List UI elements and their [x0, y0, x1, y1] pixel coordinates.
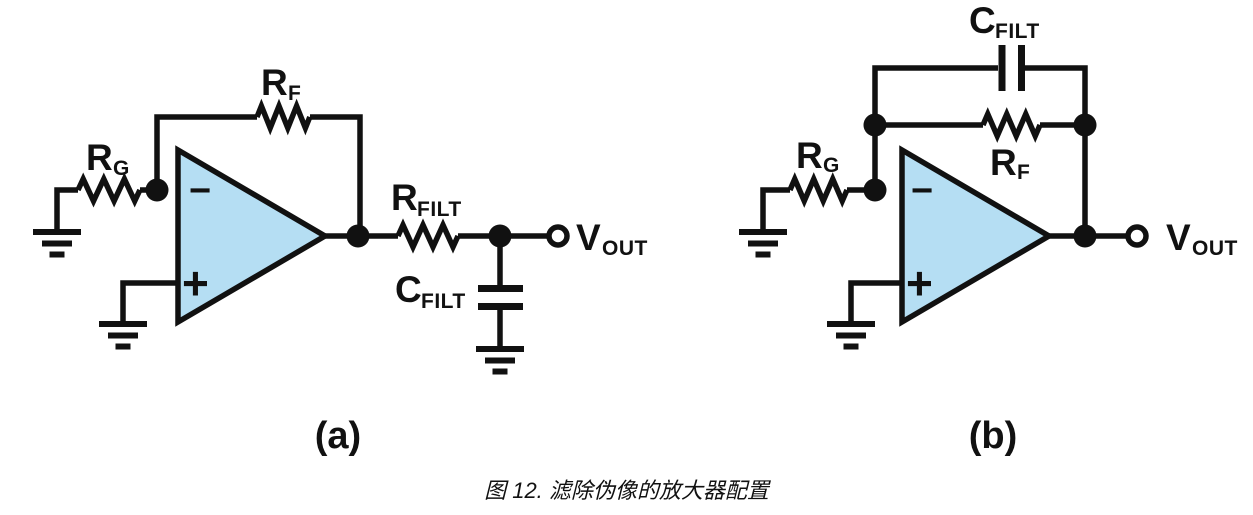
- rg-b-main: R: [796, 135, 823, 176]
- opamp-triangle-b: [899, 145, 1055, 327]
- panel-a-label: (a): [315, 415, 361, 457]
- vout-a-label: V OUT: [576, 217, 648, 260]
- ground-icon: [99, 324, 147, 347]
- circuit-b: − + R G C FILT R F V OUT: [739, 0, 1238, 347]
- resistor-rfilt-a-label: R FILT: [391, 177, 462, 221]
- rfilt-a-sub: FILT: [417, 198, 462, 221]
- resistor-rf-b-symbol: [980, 107, 1043, 143]
- ground-icon: [33, 232, 81, 255]
- vout-terminal-b: [1125, 224, 1149, 248]
- vout-b-main: V: [1166, 217, 1191, 258]
- rg-b-sub: G: [823, 154, 840, 177]
- resistor-rg-a-label: R G: [86, 137, 130, 180]
- junction-dot: [863, 113, 887, 137]
- schematic-svg: − + R G R F R FILT C FILT V: [0, 0, 1238, 457]
- resistor-rfilt-a-symbol: [395, 218, 461, 254]
- opamp-noninverting-sign: +: [182, 257, 209, 309]
- cfilt-a-main: C: [395, 269, 422, 310]
- circuit-a: − + R G R F R FILT C FILT V: [33, 62, 648, 372]
- panel-b-label: (b): [969, 415, 1018, 457]
- resistor-rf-b-label: R F: [990, 142, 1030, 184]
- vout-terminal-a: [546, 224, 570, 248]
- rg-a-main: R: [86, 137, 113, 178]
- cfilt-a-sub: FILT: [421, 290, 466, 313]
- rfilt-a-main: R: [391, 177, 418, 218]
- junction-dot: [145, 178, 169, 202]
- vout-a-main: V: [576, 217, 601, 258]
- rf-a-main: R: [261, 62, 288, 103]
- rf-b-main: R: [990, 142, 1017, 183]
- capacitor-cfilt-a-symbol: [478, 285, 523, 310]
- vout-b-sub: OUT: [1192, 237, 1238, 260]
- cfilt-b-main: C: [969, 0, 996, 41]
- junction-dot: [346, 224, 370, 248]
- opamp-noninverting-sign: +: [906, 257, 933, 309]
- resistor-rf-a-symbol: [254, 98, 313, 136]
- vout-b-label: V OUT: [1166, 217, 1238, 260]
- junction-dot: [1073, 113, 1097, 137]
- rf-b-sub: F: [1017, 161, 1030, 184]
- vout-a-sub: OUT: [602, 237, 648, 260]
- ground-icon: [739, 232, 787, 255]
- rf-a-sub: F: [288, 82, 301, 105]
- opamp-triangle-a: [175, 145, 331, 327]
- resistor-rg-b-symbol: [787, 172, 850, 208]
- junction-dot: [863, 178, 887, 202]
- opamp-inverting-sign: −: [911, 170, 933, 212]
- figure-caption: 图 12. 滤除伪像的放大器配置: [484, 478, 769, 503]
- ground-icon: [827, 324, 875, 347]
- rg-a-sub: G: [113, 157, 130, 180]
- ground-icon: [476, 349, 524, 372]
- resistor-rg-a-symbol: [75, 172, 143, 208]
- junction-dot: [1073, 224, 1097, 248]
- cfilt-b-sub: FILT: [995, 20, 1040, 43]
- opamp-inverting-sign: −: [189, 170, 211, 212]
- capacitor-cfilt-a-label: C FILT: [395, 269, 466, 313]
- resistor-rf-a-label: R F: [261, 62, 301, 105]
- junction-dot: [488, 224, 512, 248]
- resistor-rg-b-label: R G: [796, 135, 840, 177]
- capacitor-cfilt-b-label: C FILT: [969, 0, 1040, 43]
- capacitor-cfilt-b-symbol: [998, 45, 1025, 91]
